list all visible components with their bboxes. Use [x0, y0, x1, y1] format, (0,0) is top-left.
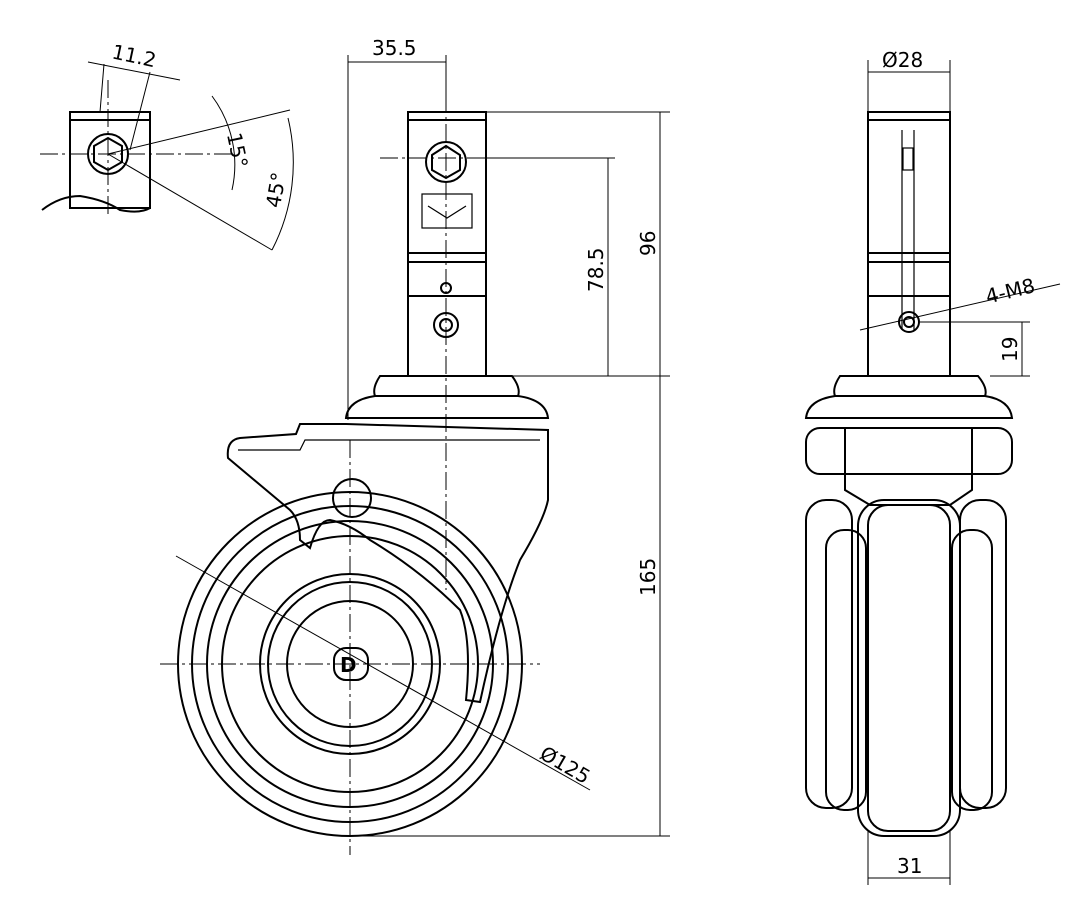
- hex-socket-detail: 11.2 15° 45°: [40, 40, 294, 251]
- dim-thread: 4-M8: [983, 273, 1037, 308]
- dim-total-height: 165: [636, 558, 660, 596]
- dim-angle-45: 45°: [261, 170, 291, 209]
- dim-wheel-width: 31: [897, 854, 922, 878]
- dim-offset: 35.5: [372, 36, 417, 60]
- dim-thread-height: 19: [998, 337, 1022, 362]
- dim-hole-height: 78.5: [584, 247, 608, 292]
- dim-wheel-diameter: Ø125: [536, 741, 595, 789]
- dim-stem-height: 96: [636, 231, 660, 256]
- swivel-pictogram: [421, 193, 473, 229]
- dim-angle-15: 15°: [222, 130, 253, 170]
- brand-logo-letter: D: [340, 653, 357, 677]
- dim-stem-diameter: Ø28: [882, 48, 923, 72]
- caster-front-view: Ø28 4-M8 19 31: [804, 48, 1061, 885]
